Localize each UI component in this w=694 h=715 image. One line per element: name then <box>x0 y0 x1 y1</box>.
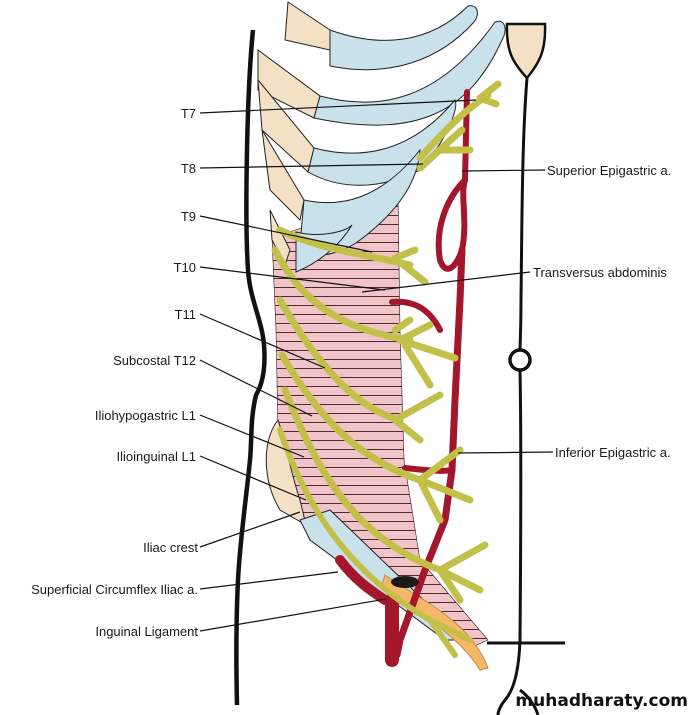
label-t11: T11 <box>175 307 196 322</box>
leader-iliohypogastric <box>199 414 305 458</box>
rib <box>284 1 331 51</box>
nerve-t7 <box>416 80 502 162</box>
leader-inguinal <box>199 598 387 632</box>
nerve-t10 <box>271 246 459 389</box>
label-inguinal-ligament: Inguinal Ligament <box>95 624 198 639</box>
rib-cartilage <box>329 5 478 71</box>
leader-iea <box>457 451 554 454</box>
linea-alba <box>496 77 540 715</box>
superior-epigastric-artery <box>435 89 470 272</box>
label-t8: T8 <box>181 161 196 176</box>
label-superficial-circumflex-iliac: Superficial Circumflex Iliac a. <box>31 582 198 597</box>
deep-ring <box>391 576 419 588</box>
rib-cartilage <box>313 20 506 126</box>
rib <box>261 129 305 222</box>
label-ilioinguinal: Ilioinguinal L1 <box>116 449 196 464</box>
leader-t9 <box>199 215 373 253</box>
leader-t7 <box>199 99 477 114</box>
watermark: muhadharaty.com <box>515 691 688 711</box>
label-superior-epigastric: Superior Epigastric a. <box>547 163 671 178</box>
nerves <box>271 80 502 658</box>
label-t10: T10 <box>174 260 196 275</box>
leader-t11 <box>199 313 326 369</box>
leader-t10 <box>199 266 386 291</box>
leader-ilioinguinal <box>199 455 307 501</box>
leader-scia <box>199 571 339 590</box>
leader-ta <box>361 271 531 293</box>
leader-lines <box>199 99 554 632</box>
leader-sea <box>461 169 546 172</box>
label-inferior-epigastric: Inferior Epigastric a. <box>555 445 671 460</box>
label-subcostal-t12: Subcostal T12 <box>113 353 196 368</box>
nerve-iliohypogastric <box>281 386 489 604</box>
nerve-t12 <box>278 351 474 524</box>
label-iliac-crest: Iliac crest <box>143 540 198 555</box>
xiphoid-process <box>505 22 547 80</box>
label-t9: T9 <box>181 209 196 224</box>
nerve-t8 <box>416 126 474 172</box>
label-t7: T7 <box>181 106 196 121</box>
leader-iliac-crest <box>199 511 301 548</box>
nerve-ilioinguinal <box>277 427 473 658</box>
superficial-circumflex-iliac-artery <box>335 555 390 605</box>
leader-t12 <box>199 359 313 417</box>
leader-t8 <box>199 163 424 169</box>
ribs <box>257 1 506 273</box>
body-outline-left <box>234 29 267 706</box>
umbilicus <box>508 348 532 372</box>
nerve-t11 <box>276 296 444 444</box>
artery-branch <box>389 298 443 333</box>
label-transversus-abdominis: Transversus abdominis <box>533 265 667 280</box>
label-iliohypogastric: Iliohypogastric L1 <box>95 408 196 423</box>
